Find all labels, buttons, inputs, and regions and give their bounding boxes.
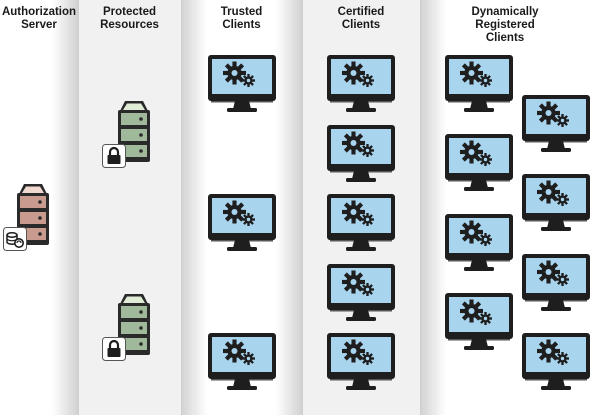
- title-line: Clients: [485, 32, 525, 44]
- title-line: Resources: [100, 19, 159, 31]
- monitor-gear-icon: [445, 55, 513, 113]
- title-line: Authorization: [1, 6, 77, 18]
- title-line: Protected: [102, 6, 157, 18]
- padlock-badge-icon: [102, 144, 126, 168]
- monitor-gear-icon: [445, 134, 513, 192]
- column-divider: [302, 0, 303, 415]
- padlock-badge-icon: [102, 337, 126, 361]
- protected-resources-title: Protected Resources: [78, 6, 181, 32]
- coins-key-badge-icon: [3, 227, 27, 251]
- monitor-gear-icon: [522, 174, 590, 232]
- trusted-clients-title: Trusted Clients: [181, 6, 302, 32]
- monitor-gear-icon: [522, 95, 590, 153]
- monitor-gear-icon: [445, 214, 513, 272]
- title-line: Trusted: [220, 6, 263, 18]
- certified-clients-title: Certified Clients: [302, 6, 420, 32]
- monitor-gear-icon: [208, 55, 276, 113]
- divider-shadow: [181, 0, 207, 415]
- monitor-gear-icon: [522, 254, 590, 312]
- title-line: Certified: [337, 6, 385, 18]
- authorization-server-title: Authorization Server: [0, 6, 78, 32]
- divider-shadow: [420, 0, 446, 415]
- monitor-gear-icon: [327, 125, 395, 183]
- title-line: Clients: [222, 19, 261, 31]
- monitor-gear-icon: [327, 55, 395, 113]
- column-divider: [181, 0, 182, 415]
- divider-shadow: [52, 0, 78, 415]
- monitor-gear-icon: [208, 333, 276, 391]
- title-line: Dynamically: [471, 6, 539, 18]
- column-divider: [78, 0, 79, 415]
- title-line: Clients: [341, 19, 381, 31]
- column-divider: [420, 0, 421, 415]
- divider-shadow: [276, 0, 302, 415]
- monitor-gear-icon: [327, 333, 395, 391]
- title-line: Registered: [475, 19, 535, 31]
- monitor-gear-icon: [327, 264, 395, 322]
- dynamic-clients-title: Dynamically Registered Clients: [420, 6, 590, 45]
- monitor-gear-icon: [522, 333, 590, 391]
- monitor-gear-icon: [445, 293, 513, 351]
- monitor-gear-icon: [327, 194, 395, 252]
- monitor-gear-icon: [208, 194, 276, 252]
- title-line: Server: [21, 19, 57, 31]
